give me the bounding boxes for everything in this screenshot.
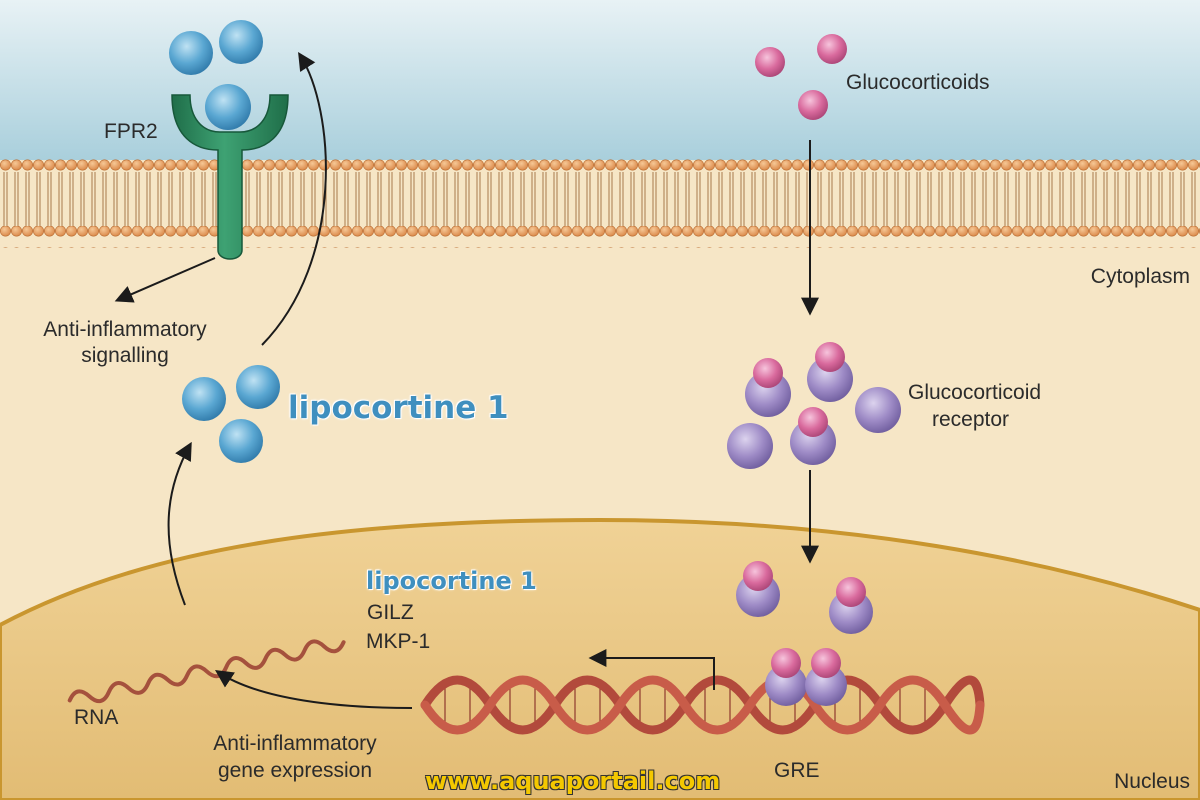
- arrow-transcription: [588, 649, 715, 690]
- glucocorticoid-molecule: [815, 342, 845, 372]
- lipocortin-bound: [205, 84, 251, 130]
- glucocorticoid-molecule: [771, 648, 801, 678]
- label-nucleus: Nucleus: [1114, 770, 1190, 793]
- arrow-gene-expression: [215, 670, 413, 709]
- gr-molecule: [727, 423, 773, 469]
- label-lipocortine-main: lipocortine 1: [288, 390, 509, 426]
- label-glucocorticoids: Glucocorticoids: [846, 71, 990, 94]
- gr-molecule: [807, 356, 853, 402]
- gr-dimer: [805, 664, 847, 706]
- lipocortin-molecule: [219, 419, 263, 463]
- lipocortin-molecule: [219, 20, 263, 64]
- fpr2-receptor: [171, 94, 289, 260]
- label-glucocorticoid-receptor-1: Glucocorticoid: [908, 381, 1042, 404]
- lipocortin-molecule: [236, 365, 280, 409]
- cell-membrane: [0, 152, 1200, 248]
- label-rna: RNA: [74, 706, 119, 729]
- gr-dimer: [765, 664, 807, 706]
- glucocorticoid-molecule: [753, 358, 783, 388]
- label-gilz: GILZ: [367, 601, 414, 624]
- label-mkp1: MKP-1: [366, 630, 431, 653]
- label-anti-inflammatory-signalling-2: signalling: [81, 344, 169, 367]
- label-gene-expression-1: Anti-inflammatory: [213, 732, 377, 755]
- glucocorticoid-molecule: [743, 561, 773, 591]
- extracellular-space: [0, 0, 1200, 160]
- rna-strand: [67, 639, 346, 704]
- arrow-fpr2-signalling: [114, 257, 216, 303]
- label-fpr2: FPR2: [104, 120, 158, 143]
- label-gene-expression-2: gene expression: [217, 759, 373, 782]
- glucocorticoid-molecule: [811, 648, 841, 678]
- label-lipocortine-small: lipocortine 1: [366, 567, 537, 595]
- glucocorticoid-molecule: [798, 90, 828, 120]
- gr-molecule: [855, 387, 901, 433]
- glucocorticoid-molecule: [755, 47, 785, 77]
- label-anti-inflammatory-signalling-1: Anti-inflammatory: [43, 318, 207, 341]
- lipocortin-molecule: [169, 31, 213, 75]
- label-gre: GRE: [774, 759, 820, 782]
- arrow-rna-to-lipocortin: [167, 441, 192, 606]
- arrow-lipocortin-secretion: [261, 51, 327, 346]
- watermark: www.aquaportail.com: [425, 767, 721, 795]
- label-glucocorticoid-receptor-2: receptor: [932, 408, 1010, 431]
- glucocorticoid-molecule: [836, 577, 866, 607]
- glucocorticoid-molecule: [798, 407, 828, 437]
- label-cytoplasm: Cytoplasm: [1090, 265, 1190, 288]
- glucocorticoid-molecule: [817, 34, 847, 64]
- lipocortin-molecule: [182, 377, 226, 421]
